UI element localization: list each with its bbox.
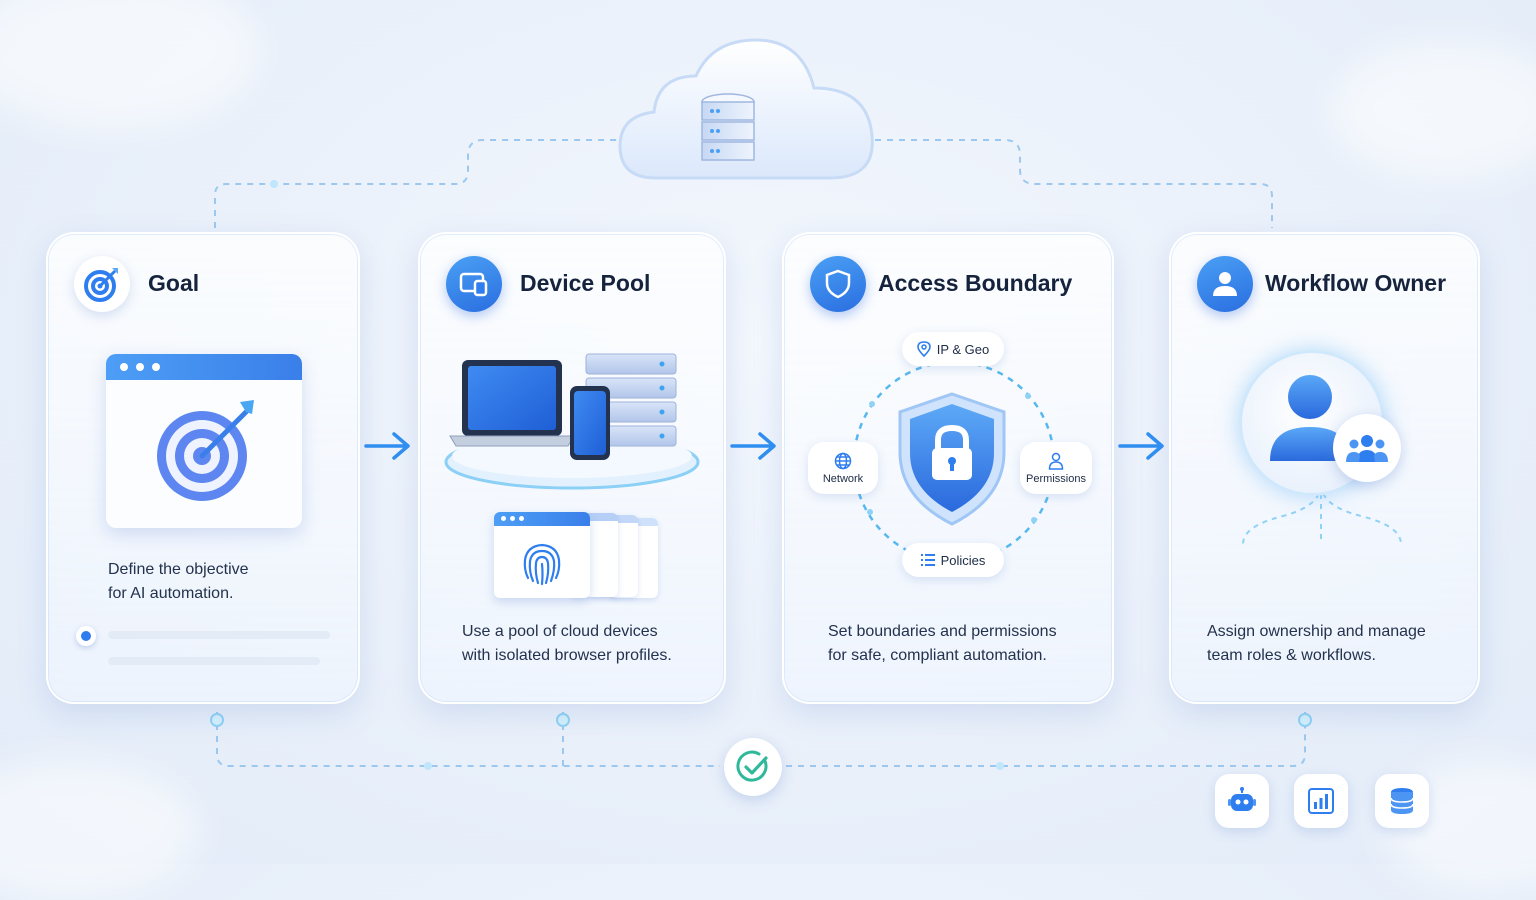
globe-icon: [834, 452, 852, 469]
badge-label: Permissions: [1026, 472, 1086, 485]
connector-lines: [210, 139, 1312, 770]
desc-line: Define the objective: [108, 561, 249, 578]
bar-chart-icon: [1308, 788, 1334, 814]
arrow-right-icon: [730, 432, 776, 460]
step-description: Set boundaries and permissions for safe,…: [828, 620, 1108, 668]
analytics-tile: [1294, 774, 1348, 828]
browser-window-graphic: [106, 354, 302, 528]
target-icon: [74, 256, 130, 312]
step-card-goal: Goal Define the objective for AI automat…: [46, 232, 360, 704]
badge-permissions: Permissions: [1020, 442, 1092, 494]
step-card-device-pool: Device Pool: [418, 232, 726, 704]
cloud-database-graphic: [616, 36, 880, 186]
step-title: Device Pool: [520, 270, 651, 296]
desc-line: for safe, compliant automation.: [828, 647, 1047, 664]
step-card-access-boundary: Access Boundary IP & Geo Network: [782, 232, 1114, 704]
target-graphic-icon: [157, 400, 254, 501]
device-platform-graphic: [444, 353, 700, 490]
bot-tile: [1215, 774, 1269, 828]
badge-label: Network: [822, 472, 864, 485]
list-icon: [920, 554, 935, 566]
database-icon: [1390, 788, 1414, 814]
desc-line: Use a pool of cloud devices: [462, 623, 658, 640]
step-title: Goal: [148, 270, 200, 296]
location-pin-icon: [916, 341, 931, 357]
person-icon: [1048, 452, 1064, 470]
placeholder-bar: [108, 631, 330, 639]
desc-line: for AI automation.: [108, 585, 234, 602]
devices-icon: [446, 256, 502, 312]
progress-indicator: [76, 626, 96, 646]
desc-line: Set boundaries and permissions: [828, 623, 1057, 640]
desc-line: Assign ownership and manage: [1207, 623, 1426, 640]
fingerprint-icon: [523, 543, 561, 586]
badge-label: Policies: [940, 552, 986, 568]
step-description: Assign ownership and manage team roles &…: [1207, 620, 1487, 668]
user-icon: [1197, 256, 1253, 312]
arrow-right-icon: [1118, 432, 1164, 460]
check-icon: [724, 738, 782, 796]
step-title: Workflow Owner: [1265, 270, 1447, 296]
database-tile: [1375, 774, 1429, 828]
desc-line: with isolated browser profiles.: [462, 647, 672, 664]
badge-network: Network: [808, 442, 878, 494]
step-description: Use a pool of cloud devices with isolate…: [462, 620, 742, 668]
badge-label: IP & Geo: [936, 341, 990, 357]
placeholder-bar: [108, 657, 320, 665]
lock-shield-graphic: [898, 392, 1006, 526]
background-cloud: [1330, 40, 1536, 180]
step-card-workflow-owner: Workflow Owner: [1169, 232, 1480, 828]
badge-ip-geo: IP & Geo: [902, 332, 1004, 366]
desc-line: team roles & workflows.: [1207, 647, 1376, 664]
robot-icon: [1228, 787, 1256, 811]
browser-profiles-stack: [494, 512, 664, 600]
shield-icon: [810, 256, 866, 312]
arrow-right-icon: [364, 432, 410, 460]
badge-policies: Policies: [902, 543, 1004, 577]
team-icon: [1333, 414, 1401, 482]
step-title: Access Boundary: [878, 270, 1073, 296]
step-description: Define the objective for AI automation.: [108, 558, 388, 606]
